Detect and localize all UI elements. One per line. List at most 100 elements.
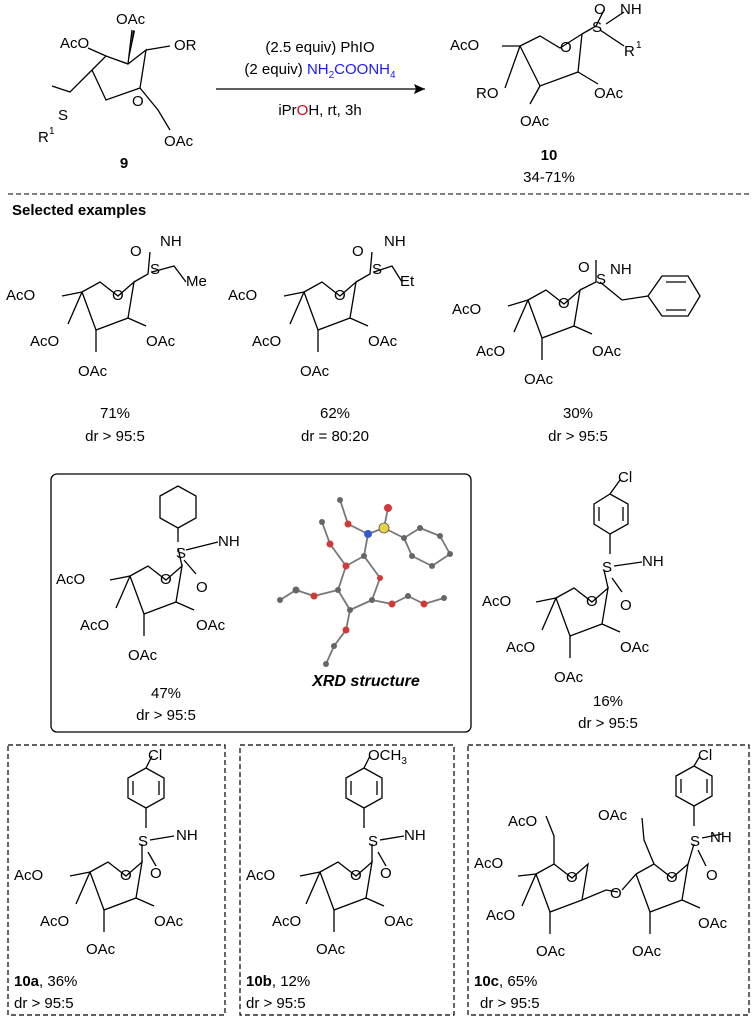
svg-text:NH: NH	[610, 261, 632, 278]
example-benzyl: AcO O S O NH AcO OAc OAc	[452, 259, 701, 388]
svg-text:O: O	[666, 869, 678, 886]
svg-text:S: S	[690, 833, 700, 850]
svg-text:S: S	[602, 559, 612, 576]
svg-text:AcO: AcO	[486, 907, 515, 924]
svg-text:O: O	[150, 865, 162, 882]
product-label: 10	[541, 147, 558, 164]
svg-text:AcO: AcO	[6, 287, 35, 304]
svg-text:NH: NH	[176, 827, 198, 844]
svg-text:AcO: AcO	[272, 913, 301, 930]
svg-text:S: S	[58, 107, 68, 124]
svg-text:OAc: OAc	[632, 943, 662, 960]
svg-text:S: S	[368, 833, 378, 850]
svg-text:OAc: OAc	[536, 943, 566, 960]
dr-ethyl: dr = 80:20	[301, 428, 369, 445]
svg-text:AcO: AcO	[450, 37, 479, 54]
compound-10a: Cl AcO O S NH O AcO OAc OAc	[14, 747, 198, 958]
svg-text:O: O	[132, 93, 144, 110]
svg-text:OAc: OAc	[300, 363, 330, 380]
svg-text:O: O	[560, 39, 572, 56]
svg-text:O: O	[586, 593, 598, 610]
svg-text:O: O	[610, 885, 622, 902]
svg-text:AcO: AcO	[56, 571, 85, 588]
svg-text:NH: NH	[404, 827, 426, 844]
xrd-atoms	[277, 497, 453, 667]
svg-text:AcO: AcO	[30, 333, 59, 350]
dr-10c: dr > 95:5	[480, 995, 540, 1012]
svg-text:NH: NH	[384, 233, 406, 250]
svg-text:O: O	[352, 243, 364, 260]
svg-text:O: O	[706, 867, 718, 884]
box-10c	[467, 744, 750, 1016]
svg-text:OAc: OAc	[698, 915, 728, 932]
example-cyclohexyl: AcO O S NH O AcO OAc OAc	[56, 485, 240, 664]
svg-text:S: S	[372, 261, 382, 278]
svg-text:RO: RO	[476, 85, 499, 102]
box-10b	[239, 744, 455, 1016]
svg-text:R: R	[624, 43, 635, 60]
svg-text:O: O	[566, 869, 578, 886]
svg-text:AcO: AcO	[80, 617, 109, 634]
yield-cyclohexyl: 47%	[151, 685, 181, 702]
xrd-caption: XRD structure	[311, 673, 420, 690]
svg-text:OAc: OAc	[316, 941, 346, 958]
svg-text:O: O	[594, 1, 606, 18]
svg-text:Et: Et	[400, 273, 415, 290]
svg-text:O: O	[334, 287, 346, 304]
compound-10b: OCH3 AcO O S NH O AcO OAc OAc	[246, 747, 426, 958]
svg-text:AcO: AcO	[508, 813, 537, 830]
svg-text:OAc: OAc	[368, 333, 398, 350]
svg-text:1: 1	[636, 40, 642, 51]
svg-text:NH: NH	[642, 553, 664, 570]
compound-10c: Cl NH S O O OAc AcO O O AcO AcO OAc OAc …	[474, 747, 732, 960]
dr-cyclohexyl: dr > 95:5	[136, 707, 196, 724]
condition-solvent: iPrOH, rt, 3h	[278, 102, 361, 119]
svg-text:OAc: OAc	[164, 133, 194, 150]
example-ethyl: AcO O S O NH Et AcO OAc OAc	[228, 233, 415, 380]
svg-text:R: R	[38, 129, 49, 146]
svg-text:Cl: Cl	[698, 747, 712, 764]
svg-text:O: O	[130, 243, 142, 260]
label-10c: 10c, 65%	[474, 973, 537, 990]
cyclohexyl-xrd-box	[50, 473, 472, 733]
svg-text:S: S	[176, 545, 186, 562]
svg-text:O: O	[558, 295, 570, 312]
svg-text:O: O	[112, 287, 124, 304]
yield-ethyl: 62%	[320, 405, 350, 422]
svg-text:S: S	[596, 271, 606, 288]
svg-text:OAc: OAc	[520, 113, 550, 130]
svg-text:OAc: OAc	[592, 343, 622, 360]
svg-text:AcO: AcO	[474, 855, 503, 872]
svg-text:S: S	[138, 833, 148, 850]
dr-chlorophenyl: dr > 95:5	[578, 715, 638, 732]
svg-text:OAc: OAc	[154, 913, 184, 930]
dr-10b: dr > 95:5	[246, 995, 306, 1012]
svg-text:1: 1	[49, 126, 55, 137]
svg-text:AcO: AcO	[246, 867, 275, 884]
svg-text:NH: NH	[710, 829, 732, 846]
svg-text:Me: Me	[186, 273, 207, 290]
svg-text:Cl: Cl	[148, 747, 162, 764]
svg-text:O: O	[196, 579, 208, 596]
svg-text:S: S	[150, 261, 160, 278]
dr-methyl: dr > 95:5	[85, 428, 145, 445]
svg-text:OAc: OAc	[594, 85, 624, 102]
example-chlorophenyl-galacto: Cl AcO O S NH O AcO OAc OAc	[482, 469, 664, 686]
svg-text:OCH3: OCH3	[368, 747, 407, 767]
condition-reagent1: (2.5 equiv) PhIO	[265, 39, 374, 56]
example-methyl: AcO O S O NH Me AcO OAc OAc	[6, 233, 207, 380]
dr-benzyl: dr > 95:5	[548, 428, 608, 445]
product-yield: 34-71%	[523, 169, 575, 186]
svg-text:NH: NH	[620, 1, 642, 18]
svg-text:O: O	[620, 597, 632, 614]
svg-text:AcO: AcO	[452, 301, 481, 318]
dr-10a: dr > 95:5	[14, 995, 74, 1012]
svg-text:S: S	[592, 19, 602, 36]
svg-text:OR: OR	[174, 37, 197, 54]
svg-text:OAc: OAc	[554, 669, 584, 686]
svg-text:AcO: AcO	[228, 287, 257, 304]
svg-text:OAc: OAc	[116, 11, 146, 28]
svg-text:AcO: AcO	[482, 593, 511, 610]
